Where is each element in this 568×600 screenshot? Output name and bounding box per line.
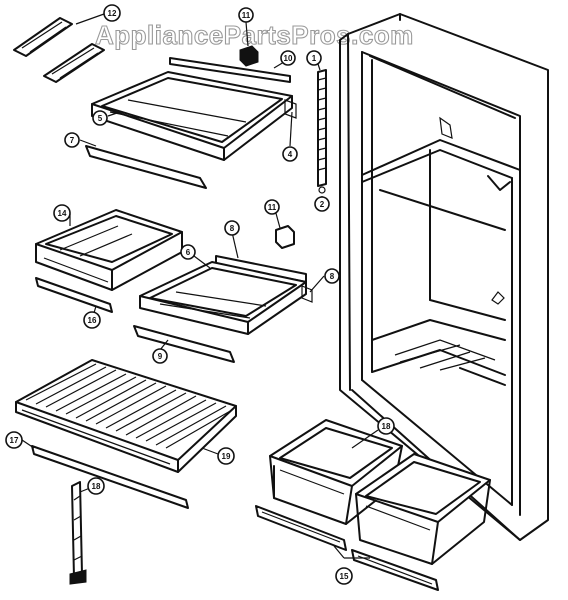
callout-19: 19 [217,447,235,465]
callout-17-label: 17 [10,436,19,445]
callout-8-upper-label: 8 [230,224,235,233]
callout-2: 2 [314,196,330,212]
callout-9-label: 9 [158,352,163,361]
callout-5: 5 [92,110,108,126]
callout-14-label: 14 [58,209,67,218]
part-19-wire-shelf [15,359,237,473]
callout-7-label: 7 [70,136,75,145]
crisper-drawer-left [269,419,403,525]
callout-2-label: 2 [320,200,325,209]
part-15-crisper-rails [255,505,439,591]
callout-18-support: 18 [87,477,105,495]
callout-15-label: 15 [340,572,349,581]
part-17-shelf-rail [31,445,189,509]
crisper-drawer-right [355,453,491,565]
callout-8-upper: 8 [224,220,240,236]
part-16-drawer-rail [35,277,113,313]
part-18-shelf-support [69,481,87,585]
callout-11-lower-label: 11 [268,203,277,212]
callout-19-label: 19 [222,452,231,461]
part-1-vertical-rail [317,69,327,194]
callout-5-label: 5 [98,114,103,123]
callout-18-crisper-label: 18 [382,422,391,431]
part-12-shelf-brackets [13,17,105,83]
callout-16-label: 16 [88,316,97,325]
callout-17: 17 [5,431,23,449]
callout-9: 9 [152,348,168,364]
callout-16: 16 [83,311,101,329]
callout-11-lower: 11 [264,199,280,215]
part-11-clip-lower [275,225,295,249]
callout-8-lower-label: 8 [330,272,335,281]
callout-1: 1 [306,50,322,66]
callout-6-label: 6 [186,248,191,257]
callout-10: 10 [280,50,296,66]
callout-11-upper: 11 [238,7,254,23]
part-11-clip-upper [239,45,259,67]
part-14-meat-drawer [35,209,183,291]
callout-4: 4 [282,146,298,162]
callout-15: 15 [335,567,353,585]
callout-7: 7 [64,132,80,148]
middle-shelf-assembly [133,255,313,363]
callout-18-crisper: 18 [377,417,395,435]
callout-4-label: 4 [288,150,293,159]
callout-6: 6 [180,244,196,260]
upper-shelf-assembly [85,57,297,189]
callout-14: 14 [53,204,71,222]
callout-10-label: 10 [284,54,293,63]
callout-18-support-label: 18 [92,482,101,491]
callout-1-label: 1 [312,54,317,63]
callout-12-label: 12 [108,9,117,18]
callout-8-lower: 8 [324,268,340,284]
callout-11-upper-label: 11 [242,11,251,20]
watermark-text: AppliancePartsPros.com [95,20,414,50]
callout-12: 12 [103,4,121,22]
